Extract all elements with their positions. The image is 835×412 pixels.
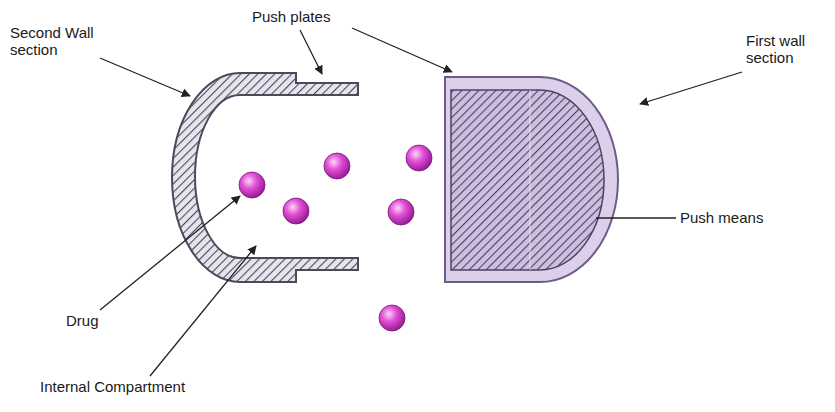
push-means [451,90,604,270]
push-means-divider [530,90,531,270]
part-label: Internal Compartment [40,378,230,395]
first-wall-section [445,77,618,282]
part-label: Drug [66,312,126,329]
part-label: Push means [680,209,790,226]
drug-particles [239,145,432,331]
part-label: Second Wall section [10,24,106,58]
part-label: First wall section [746,32,830,66]
part-label: Push plates [252,8,362,25]
leader-lines [100,28,742,376]
second-wall-section [172,73,358,282]
